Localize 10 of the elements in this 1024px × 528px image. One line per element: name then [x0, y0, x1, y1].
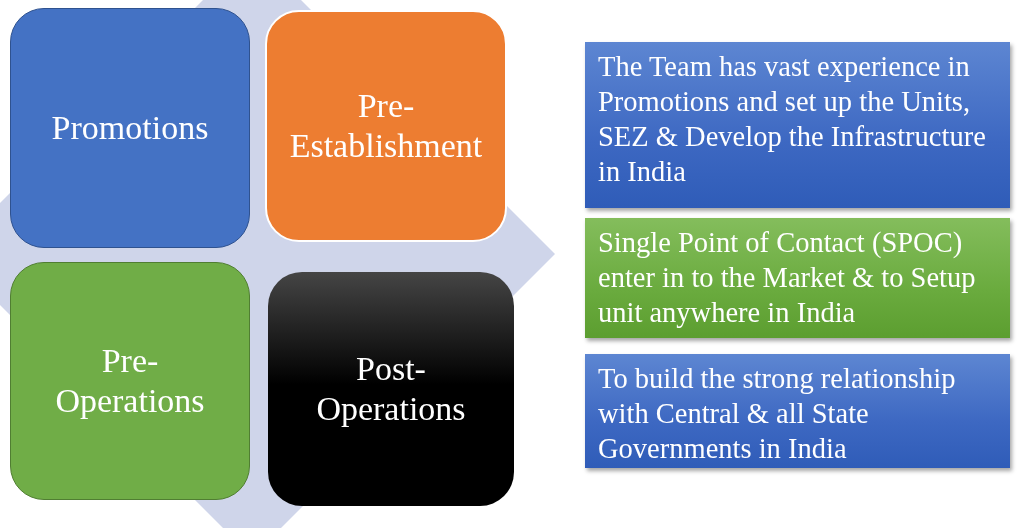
- tile-label: Pre- Operations: [54, 341, 206, 421]
- panel-text: The Team has vast experience in Promotions and set up the Units, SEZ & Develop the Infrastructure in India: [598, 50, 987, 189]
- tile-label: Pre- Establishment: [289, 86, 483, 166]
- tile-label: Post- Operations: [315, 349, 467, 429]
- text-panel: [585, 42, 1010, 208]
- tile-label: Promotions: [51, 108, 209, 148]
- text-panel: [585, 354, 1010, 468]
- panel-text: Single Point of Contact (SPOC) enter in to the Market & to Setup unit anywhere in India: [598, 226, 977, 330]
- panel-text: To build the strong relationship with Central & all State Governments in India: [598, 362, 957, 466]
- text-panel: [585, 218, 1010, 338]
